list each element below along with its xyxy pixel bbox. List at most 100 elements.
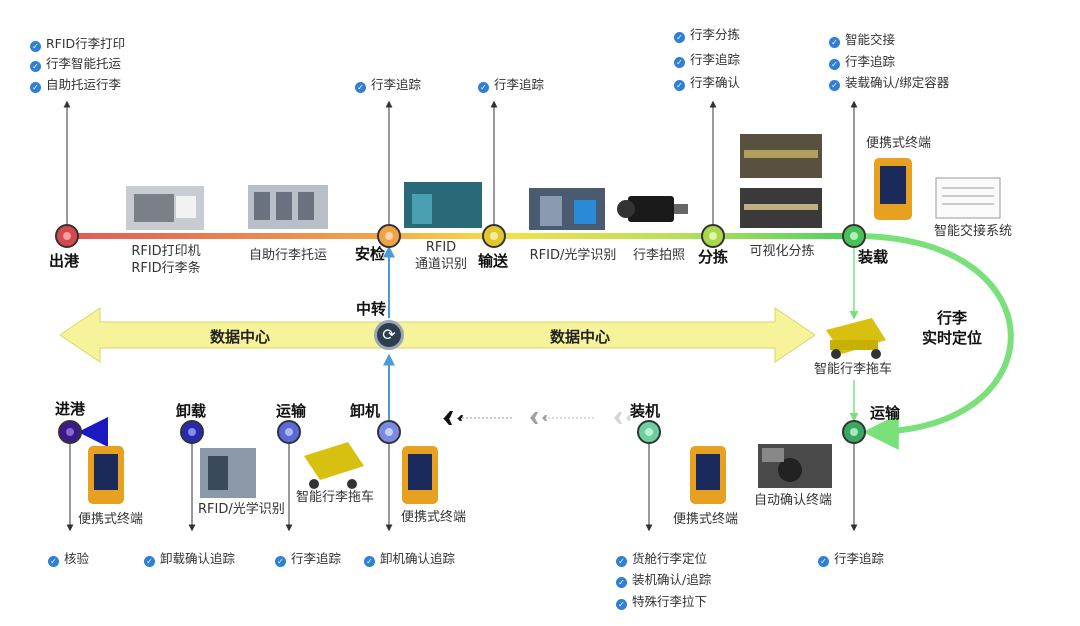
data-center-bar: [59, 307, 816, 363]
smart-tractor-image-right: [826, 318, 886, 359]
baggage-photo-label: 行李拍照: [632, 248, 686, 263]
feature-conveyor: ✓行李追踪: [478, 77, 544, 93]
feature-item: ✓装载确认/绑定容器: [829, 75, 949, 91]
feature-item: ✓行李确认: [674, 75, 740, 91]
stage-departure: 出港: [49, 252, 80, 270]
rfid-optical-label: RFID/光学识别: [529, 248, 617, 263]
smart-tractor-image: [304, 442, 364, 489]
stage-unload: 卸载: [176, 402, 207, 420]
sorting-visual-image-2: [740, 188, 822, 228]
feature-item: ✓特殊行李拉下: [616, 594, 707, 610]
terminal-image-arrival: [88, 446, 124, 504]
self-checkin-image: [248, 185, 328, 229]
node-loading: [842, 224, 866, 248]
smart-tractor-right-label: 智能行李拖车: [814, 362, 893, 377]
portable-terminal-offload-label: 便携式终端: [401, 510, 467, 525]
check-circle-icon: ✓: [30, 61, 41, 72]
camera-image: [617, 196, 688, 222]
rfid-printer-image: [126, 186, 204, 230]
rfid-optical-image: [529, 188, 605, 230]
check-circle-icon: ✓: [674, 80, 685, 91]
stage-sorting: 分拣: [698, 248, 729, 266]
feature-offload: ✓卸机确认追踪: [364, 551, 455, 567]
feature-item: ✓装机确认/追踪: [616, 572, 711, 588]
data-center-left-label: 数据中心: [210, 328, 271, 346]
rfid-printer-label: RFID打印机: [131, 244, 201, 259]
check-circle-icon: ✓: [674, 32, 685, 43]
check-circle-icon: ✓: [275, 556, 286, 567]
departure-flow-line: [66, 233, 856, 239]
check-circle-icon: ✓: [30, 41, 41, 52]
visual-sort-label: 可视化分拣: [749, 244, 815, 259]
node-unload: [180, 420, 204, 444]
handheld-terminal-image: [874, 158, 912, 220]
feature-item: ✓行李追踪: [674, 52, 740, 68]
stage-arrival: 进港: [55, 400, 86, 418]
check-circle-icon: ✓: [364, 556, 375, 567]
node-departure: [55, 224, 79, 248]
portable-terminal-arrival-label: 便携式终端: [78, 512, 144, 527]
check-circle-icon: ✓: [616, 577, 627, 588]
check-circle-icon: ✓: [616, 556, 627, 567]
feature-item: ✓行李智能托运: [30, 56, 121, 72]
terminal-image-offload: [402, 446, 438, 504]
rfid-optical-unload-image: [200, 448, 256, 498]
airplane-icon: [598, 412, 631, 424]
portable-terminal-load-label: 便携式终端: [673, 512, 739, 527]
node-offload: [377, 420, 401, 444]
feature-arrival: ✓核验: [48, 551, 89, 567]
feature-item: ✓智能交接: [829, 32, 895, 48]
rfid-channel-image: [404, 182, 482, 228]
check-circle-icon: ✓: [616, 599, 627, 610]
sorting-visual-image-1: [740, 134, 822, 178]
check-circle-icon: ✓: [829, 37, 840, 48]
smart-handover-system-label: 智能交接系统: [934, 224, 1013, 239]
node-aircraft-load: [637, 420, 661, 444]
feature-transport-r: ✓行李追踪: [818, 551, 884, 567]
stage-transport-b: 运输: [276, 402, 307, 420]
check-circle-icon: ✓: [478, 82, 489, 93]
stage-loading: 装载: [858, 248, 889, 266]
portable-terminal-label: 便携式终端: [866, 136, 932, 151]
check-circle-icon: ✓: [829, 80, 840, 91]
terminal-image-load: [690, 446, 726, 504]
node-conveyor: [482, 224, 506, 248]
auto-confirm-terminal-image: [758, 444, 832, 488]
data-center-right-label: 数据中心: [550, 328, 611, 346]
node-transport-b: [277, 420, 301, 444]
check-circle-icon: ✓: [818, 556, 829, 567]
stage-transport-r: 运输: [870, 404, 901, 422]
rfid-optical-unload-label: RFID/光学识别: [198, 502, 285, 517]
stage-security: 安检: [355, 245, 386, 263]
feature-item: ✓行李追踪: [829, 54, 895, 70]
node-transport-r: [842, 420, 866, 444]
transfer-label: 中转: [356, 300, 387, 318]
feature-unload: ✓卸载确认追踪: [144, 551, 235, 567]
feature-security: ✓行李追踪: [355, 77, 421, 93]
feature-transport-b: ✓行李追踪: [275, 551, 341, 567]
check-circle-icon: ✓: [355, 82, 366, 93]
airplane-icon: [425, 411, 463, 425]
node-security: [377, 224, 401, 248]
handover-document-image: [935, 177, 1001, 219]
check-circle-icon: ✓: [674, 57, 685, 68]
check-circle-icon: ✓: [829, 59, 840, 70]
feature-item: ✓RFID行李打印: [30, 36, 125, 52]
smart-tractor-label: 智能行李拖车: [296, 490, 375, 505]
feature-item: ✓行李分拣: [674, 27, 740, 43]
check-circle-icon: ✓: [48, 556, 59, 567]
refresh-icon: ⟳: [374, 320, 404, 350]
node-sorting: [701, 224, 725, 248]
stage-conveyor: 输送: [478, 252, 509, 270]
feature-item: ✓货舱行李定位: [616, 551, 707, 567]
auto-confirm-terminal-label: 自动确认终端: [754, 493, 833, 508]
airplane-icon: [514, 412, 547, 424]
realtime-location-arc: [855, 233, 1014, 450]
rfid-channel-label-2: 通道识别: [414, 257, 468, 272]
self-checkin-label: 自助行李托运: [248, 248, 328, 263]
feature-item: ✓自助托运行李: [30, 77, 121, 93]
check-circle-icon: ✓: [30, 82, 41, 93]
stage-aircraft-load: 装机: [630, 402, 661, 420]
